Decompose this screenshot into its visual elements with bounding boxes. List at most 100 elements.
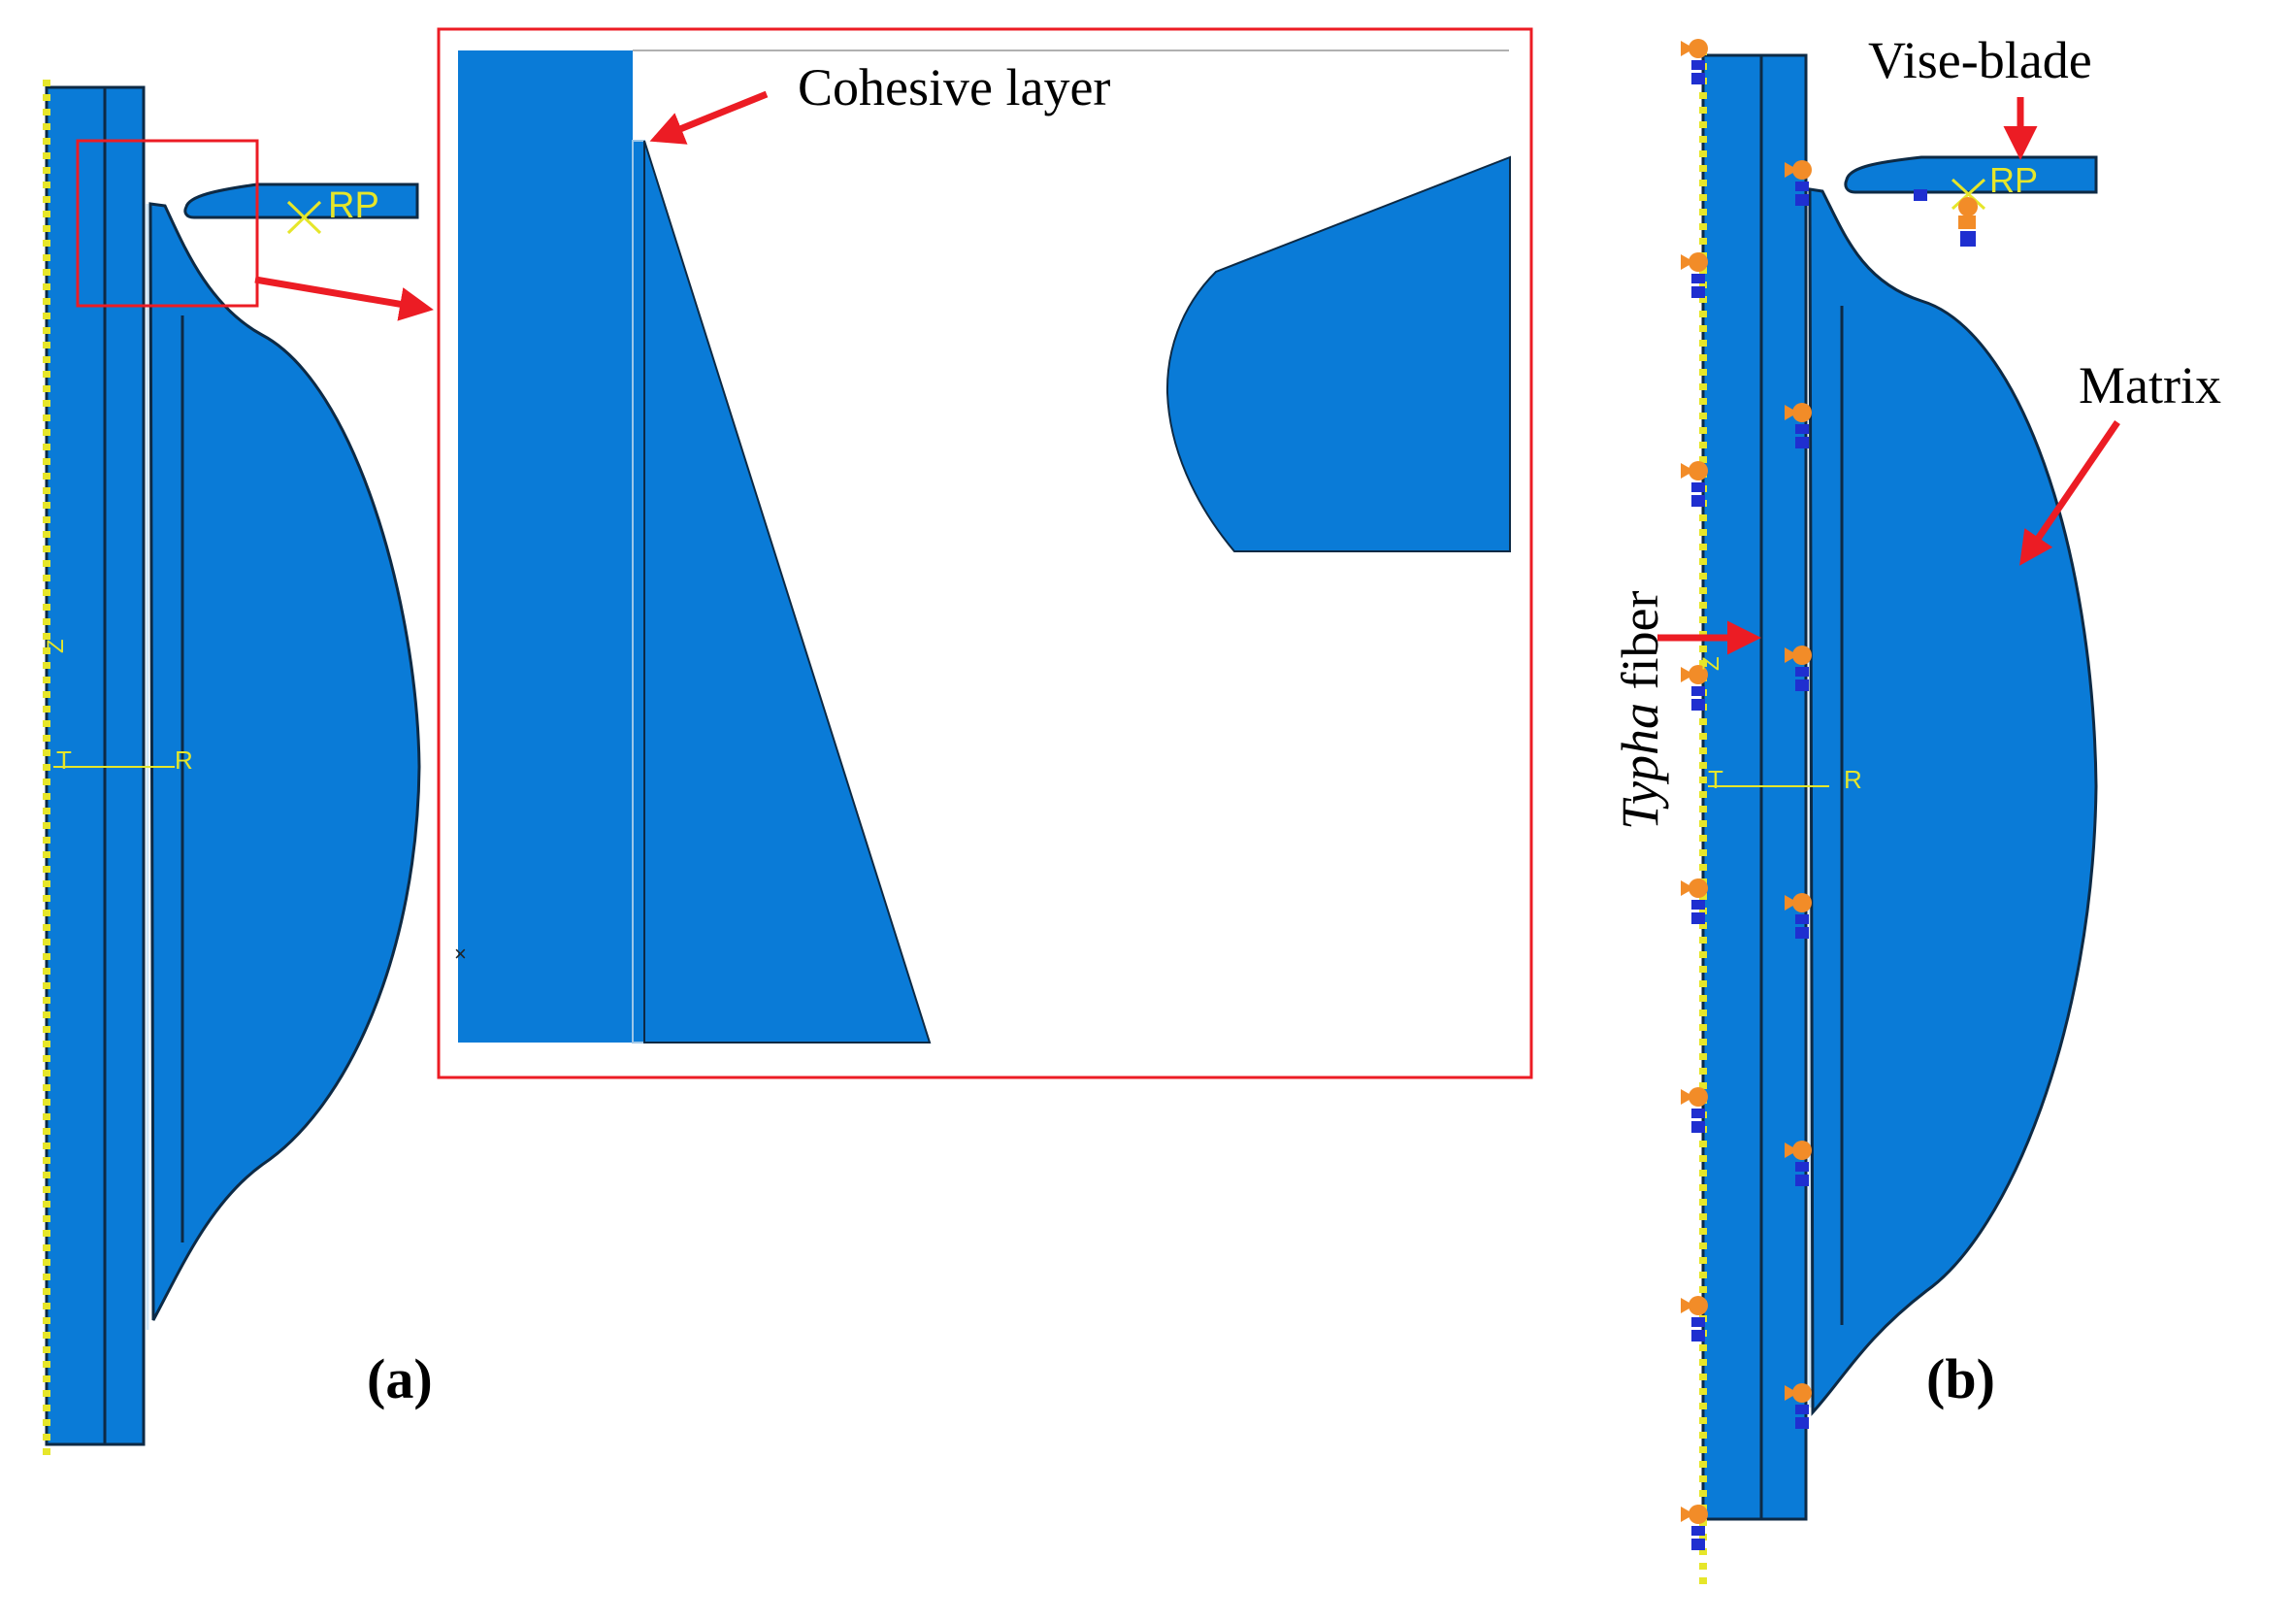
zoom-source-box xyxy=(76,139,259,308)
axis-dot xyxy=(43,1303,50,1309)
axis-dot xyxy=(43,531,50,538)
axis-dot xyxy=(1699,180,1707,186)
axis-dot xyxy=(1699,209,1707,215)
axis-dot xyxy=(1699,296,1707,303)
bc-square xyxy=(1795,1175,1809,1186)
axis-dot xyxy=(43,1230,50,1237)
axis-dot xyxy=(1699,544,1707,550)
bc-triangle xyxy=(1681,41,1694,56)
axis-dot xyxy=(43,982,50,989)
axis-dot xyxy=(1699,1432,1707,1439)
matrix-droplet-a xyxy=(148,202,421,1321)
axis-dot xyxy=(43,254,50,261)
axis-dot xyxy=(1699,1024,1707,1031)
axis-dot xyxy=(1699,1082,1707,1089)
axis-dot xyxy=(1699,1242,1707,1249)
axis-dot xyxy=(1699,602,1707,609)
axis-dot xyxy=(1699,1577,1707,1584)
axis-dot xyxy=(43,356,50,363)
zoom-inset: × Cohesive layer xyxy=(437,27,1533,1079)
axis-dot xyxy=(43,196,50,203)
zoom-vise-blade xyxy=(1165,155,1511,552)
bc-triangle xyxy=(1785,162,1798,178)
bc-square xyxy=(1691,1121,1705,1133)
panel-b: RP T R Z Vise-blade Matrix Typha fiber (… xyxy=(1611,31,2221,1584)
bc-circle xyxy=(1689,461,1708,480)
axis-dot xyxy=(1699,616,1707,623)
bc-square xyxy=(1795,1417,1809,1429)
axis-dot xyxy=(43,1317,50,1324)
bc-circle xyxy=(1792,160,1812,180)
bc-glyph xyxy=(1785,1383,1812,1429)
axis-dot xyxy=(43,1172,50,1178)
bc-glyph xyxy=(1681,39,1708,84)
bc-square xyxy=(1691,1109,1705,1118)
vise-blade-label: Vise-blade xyxy=(1868,31,2092,89)
bc-glyph xyxy=(1785,893,1812,939)
bc-glyph xyxy=(1681,252,1708,298)
bc-glyph xyxy=(1681,1296,1708,1341)
zoom-fiber xyxy=(458,50,633,1043)
axis-dot xyxy=(1699,311,1707,317)
axis-dot xyxy=(43,866,50,873)
axis-dot xyxy=(1699,1170,1707,1176)
coord-system-a: T R Z xyxy=(43,639,193,775)
axis-dot xyxy=(1699,1548,1707,1555)
axis-dot xyxy=(1699,718,1707,725)
axis-dot xyxy=(1699,1257,1707,1264)
axis-dot xyxy=(43,400,50,407)
axis-dot xyxy=(1699,413,1707,419)
bc-glyph xyxy=(1681,878,1708,924)
axis-dot xyxy=(43,939,50,945)
axis-dot xyxy=(43,764,50,771)
axis-dot xyxy=(1699,733,1707,740)
axis-dot xyxy=(43,546,50,552)
bc-circle xyxy=(1689,1505,1708,1524)
axis-dot xyxy=(43,749,50,756)
bc-glyph xyxy=(1785,1141,1812,1186)
reference-point-a: RP xyxy=(286,185,379,235)
axis-dot xyxy=(1699,325,1707,332)
reference-point-b: RP xyxy=(1951,160,2038,211)
axis-dot xyxy=(1699,558,1707,565)
bc-triangle xyxy=(1785,1385,1798,1401)
csys-r-b: R xyxy=(1844,765,1862,794)
axis-dot xyxy=(1699,1359,1707,1366)
bc-square xyxy=(1795,424,1809,434)
axis-dot xyxy=(43,167,50,174)
axis-dot xyxy=(43,1128,50,1135)
axis-dot xyxy=(43,1099,50,1106)
bc-square xyxy=(1795,1405,1809,1414)
panel-a-label: (a) xyxy=(367,1347,433,1410)
axis-dot xyxy=(1699,1068,1707,1075)
csys-r-a: R xyxy=(175,745,193,775)
axis-dot xyxy=(43,1375,50,1382)
axis-dot xyxy=(1699,514,1707,521)
axis-dot xyxy=(43,589,50,596)
bc-square xyxy=(1691,1317,1705,1327)
axis-dot xyxy=(1699,398,1707,405)
bc-circle xyxy=(1792,403,1812,422)
axis-dot xyxy=(43,80,50,86)
axis-dot xyxy=(43,1186,50,1193)
axis-dot xyxy=(1699,383,1707,390)
bc-square xyxy=(1795,679,1809,691)
axis-dot xyxy=(43,211,50,217)
csys-z-b: Z xyxy=(1698,656,1724,671)
axis-dot xyxy=(1699,646,1707,652)
axis-dot xyxy=(43,575,50,581)
bc-glyph xyxy=(1785,403,1812,448)
axis-dot xyxy=(1699,354,1707,361)
bc-triangle xyxy=(1681,1298,1694,1313)
axis-dot xyxy=(43,327,50,334)
bc-triangle xyxy=(1785,895,1798,911)
axis-dot xyxy=(43,182,50,188)
axis-dot xyxy=(43,487,50,494)
symmetry-axis-a xyxy=(43,80,50,1455)
bc-square xyxy=(1795,1162,1809,1172)
axis-dot xyxy=(43,414,50,421)
bc-circle xyxy=(1792,1383,1812,1403)
axis-dot xyxy=(43,808,50,814)
axis-dot xyxy=(43,516,50,523)
axis-dot xyxy=(43,677,50,683)
